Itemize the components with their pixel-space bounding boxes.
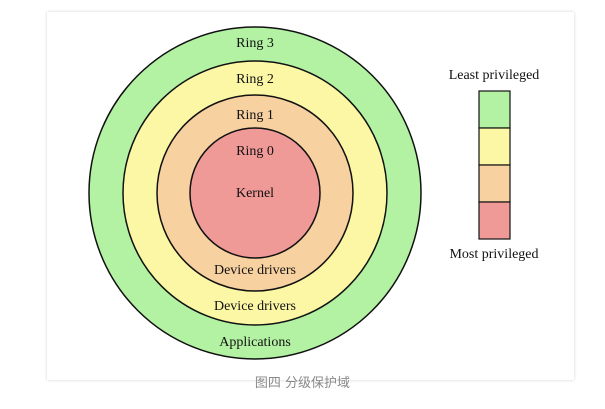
legend-swatch-least	[478, 90, 511, 129]
legend-swatch-most	[478, 201, 511, 240]
ring-2-label: Ring 2	[236, 72, 274, 87]
figure-caption: 图四 分级保护域	[254, 376, 351, 391]
legend-least-privileged-label: Least privileged	[449, 68, 540, 83]
ring-3-contents-label: Applications	[219, 335, 291, 350]
ring-2-contents-label: Device drivers	[214, 299, 296, 314]
ring-3-label: Ring 3	[236, 36, 274, 51]
ring-1-contents-label: Device drivers	[214, 263, 296, 278]
legend-swatch-2	[478, 127, 511, 166]
legend-swatch-3	[478, 164, 511, 203]
ring-0-label: Ring 0	[236, 144, 274, 159]
kernel-label: Kernel	[236, 186, 274, 201]
ring-0-circle	[189, 127, 321, 259]
legend-most-privileged-label: Most privileged	[449, 247, 538, 262]
ring-1-label: Ring 1	[236, 108, 274, 123]
